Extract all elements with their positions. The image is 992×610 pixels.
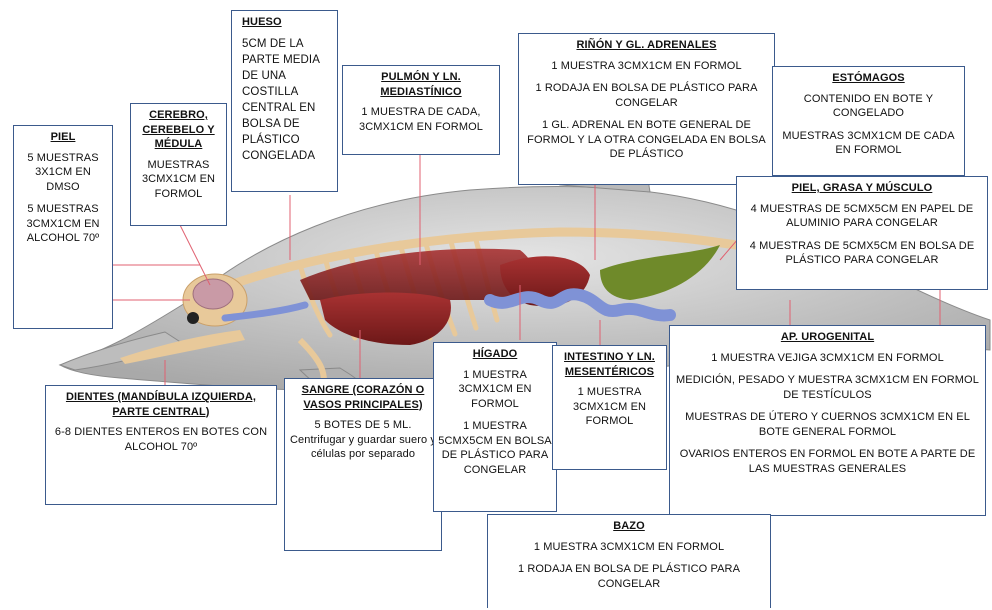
box-dientes-title: DIENTES (MANDÍBULA IZQUIERDA, PARTE CENT…	[50, 390, 272, 419]
box-hueso-title: HUESO	[242, 15, 333, 30]
box-dientes: DIENTES (MANDÍBULA IZQUIERDA, PARTE CENT…	[45, 385, 277, 505]
box-hueso-item: 5CM DE LA PARTE MEDIA DE UNA COSTILLA CE…	[242, 36, 333, 165]
box-bazo-item: 1 RODAJA EN BOLSA DE PLÁSTICO PARA CONGE…	[492, 562, 766, 591]
box-bazo-item: 1 MUESTRA 3CMX1CM EN FORMOL	[492, 540, 766, 555]
box-urogenital-item: MEDICIÓN, PESADO Y MUESTRA 3CMX1CM EN FO…	[674, 373, 981, 402]
box-sangre: SANGRE (CORAZÓN O VASOS PRINCIPALES) 5 B…	[284, 378, 442, 551]
box-piel-grasa-item: 4 MUESTRAS DE 5CMX5CM EN BOLSA DE PLÁSTI…	[741, 239, 983, 268]
box-urogenital-item: OVARIOS ENTEROS EN FORMOL EN BOTE A PART…	[674, 447, 981, 476]
box-pulmon-title: PULMÓN Y LN. MEDIASTÍNICO	[347, 70, 495, 99]
box-intestino-title: INTESTINO Y LN. MESENTÉRICOS	[557, 350, 662, 379]
box-pulmon: PULMÓN Y LN. MEDIASTÍNICO 1 MUESTRA DE C…	[342, 65, 500, 155]
box-pulmon-item: 1 MUESTRA DE CADA, 3CMX1CM EN FORMOL	[347, 105, 495, 134]
box-rinon-item: 1 RODAJA EN BOLSA DE PLÁSTICO PARA CONGE…	[523, 81, 770, 110]
box-bazo-title: BAZO	[492, 519, 766, 534]
box-estomagos-item: MUESTRAS 3CMX1CM DE CADA EN FORMOL	[777, 129, 960, 158]
box-urogenital-item: MUESTRAS DE ÚTERO Y CUERNOS 3CMX1CM EN E…	[674, 410, 981, 439]
box-rinon-title: RIÑÓN Y GL. ADRENALES	[523, 38, 770, 53]
box-piel: PIEL 5 MUESTRAS 3X1CM EN DMSO 5 MUESTRAS…	[13, 125, 113, 329]
eye	[187, 312, 199, 324]
box-piel-grasa-item: 4 MUESTRAS DE 5CMX5CM EN PAPEL DE ALUMIN…	[741, 202, 983, 231]
box-higado-item: 1 MUESTRA 5CMX5CM EN BOLSA DE PLÁSTICO P…	[438, 419, 552, 477]
brain	[193, 279, 233, 309]
box-sangre-item: 5 BOTES DE 5 ML. Centrifugar y guardar s…	[289, 418, 437, 462]
box-higado-item: 1 MUESTRA 3CMX1CM EN FORMOL	[438, 368, 552, 412]
box-piel-grasa-musculo: PIEL, GRASA Y MÚSCULO 4 MUESTRAS DE 5CMX…	[736, 176, 988, 290]
box-cerebro: CEREBRO, CEREBELO Y MÉDULA MUESTRAS 3CMX…	[130, 103, 227, 226]
box-cerebro-item: MUESTRAS 3CMX1CM EN FORMOL	[135, 158, 222, 202]
box-rinon-item: 1 MUESTRA 3CMX1CM EN FORMOL	[523, 59, 770, 74]
box-higado: HÍGADO 1 MUESTRA 3CMX1CM EN FORMOL 1 MUE…	[433, 342, 557, 512]
box-higado-title: HÍGADO	[438, 347, 552, 362]
box-hueso: HUESO 5CM DE LA PARTE MEDIA DE UNA COSTI…	[231, 10, 338, 192]
box-dientes-item: 6-8 DIENTES ENTEROS EN BOTES CON ALCOHOL…	[50, 425, 272, 454]
box-estomagos-title: ESTÓMAGOS	[777, 71, 960, 86]
box-piel-title: PIEL	[18, 130, 108, 145]
box-estomagos: ESTÓMAGOS CONTENIDO EN BOTE Y CONGELADO …	[772, 66, 965, 176]
box-bazo: BAZO 1 MUESTRA 3CMX1CM EN FORMOL 1 RODAJ…	[487, 514, 771, 608]
box-sangre-title: SANGRE (CORAZÓN O VASOS PRINCIPALES)	[289, 383, 437, 412]
box-intestino: INTESTINO Y LN. MESENTÉRICOS 1 MUESTRA 3…	[552, 345, 667, 470]
box-urogenital: AP. UROGENITAL 1 MUESTRA VEJIGA 3CMX1CM …	[669, 325, 986, 516]
box-urogenital-title: AP. UROGENITAL	[674, 330, 981, 345]
box-piel-item: 5 MUESTRAS 3CMX1CM EN ALCOHOL 70º	[18, 202, 108, 246]
box-cerebro-title: CEREBRO, CEREBELO Y MÉDULA	[135, 108, 222, 152]
box-intestino-item: 1 MUESTRA 3CMX1CM EN FORMOL	[557, 385, 662, 429]
box-piel-grasa-title: PIEL, GRASA Y MÚSCULO	[741, 181, 983, 196]
box-estomagos-item: CONTENIDO EN BOTE Y CONGELADO	[777, 92, 960, 121]
box-piel-item: 5 MUESTRAS 3X1CM EN DMSO	[18, 151, 108, 195]
box-rinon: RIÑÓN Y GL. ADRENALES 1 MUESTRA 3CMX1CM …	[518, 33, 775, 185]
box-rinon-item: 1 GL. ADRENAL EN BOTE GENERAL DE FORMOL …	[523, 118, 770, 162]
box-urogenital-item: 1 MUESTRA VEJIGA 3CMX1CM EN FORMOL	[674, 351, 981, 366]
